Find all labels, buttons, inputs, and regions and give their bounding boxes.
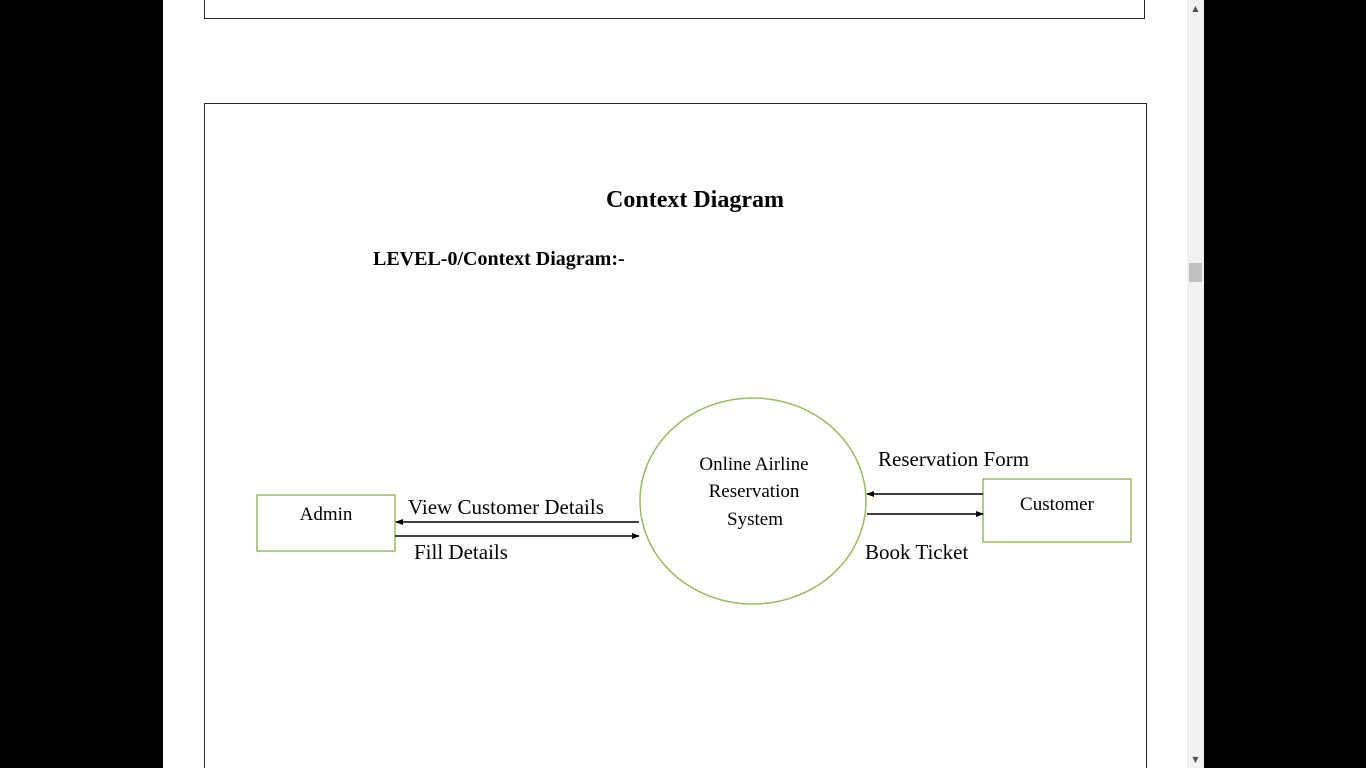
diagram-level-heading: LEVEL-0/Context Diagram:- <box>373 248 625 270</box>
scroll-down-arrow-icon[interactable]: ▼ <box>1192 755 1199 764</box>
flow-label-fill-details: Fill Details <box>414 540 508 564</box>
flow-label-book-ticket: Book Ticket <box>865 540 968 564</box>
process-label-line2: Reservation <box>709 481 800 502</box>
flow-label-reservation-form: Reservation Form <box>878 447 1029 471</box>
scroll-up-arrow-icon[interactable]: ▲ <box>1192 4 1199 13</box>
page-title: Context Diagram <box>606 187 784 213</box>
previous-page <box>204 0 1145 19</box>
scrollbar-thumb[interactable] <box>1189 263 1202 282</box>
process-circle <box>639 397 867 605</box>
process-label-line1: Online Airline <box>699 454 808 475</box>
document-viewer: Context Diagram LEVEL-0/Context Diagram:… <box>163 0 1187 768</box>
vertical-scrollbar[interactable]: ▲ ▼ <box>1187 0 1204 768</box>
admin-entity-label: Admin <box>300 504 353 525</box>
customer-entity-box <box>982 478 1132 543</box>
flow-label-view-customer-details: View Customer Details <box>408 495 604 519</box>
context-diagram: Context Diagram LEVEL-0/Context Diagram:… <box>256 187 1132 605</box>
customer-entity-label: Customer <box>1020 494 1095 515</box>
process-label-line3: System <box>727 509 783 530</box>
